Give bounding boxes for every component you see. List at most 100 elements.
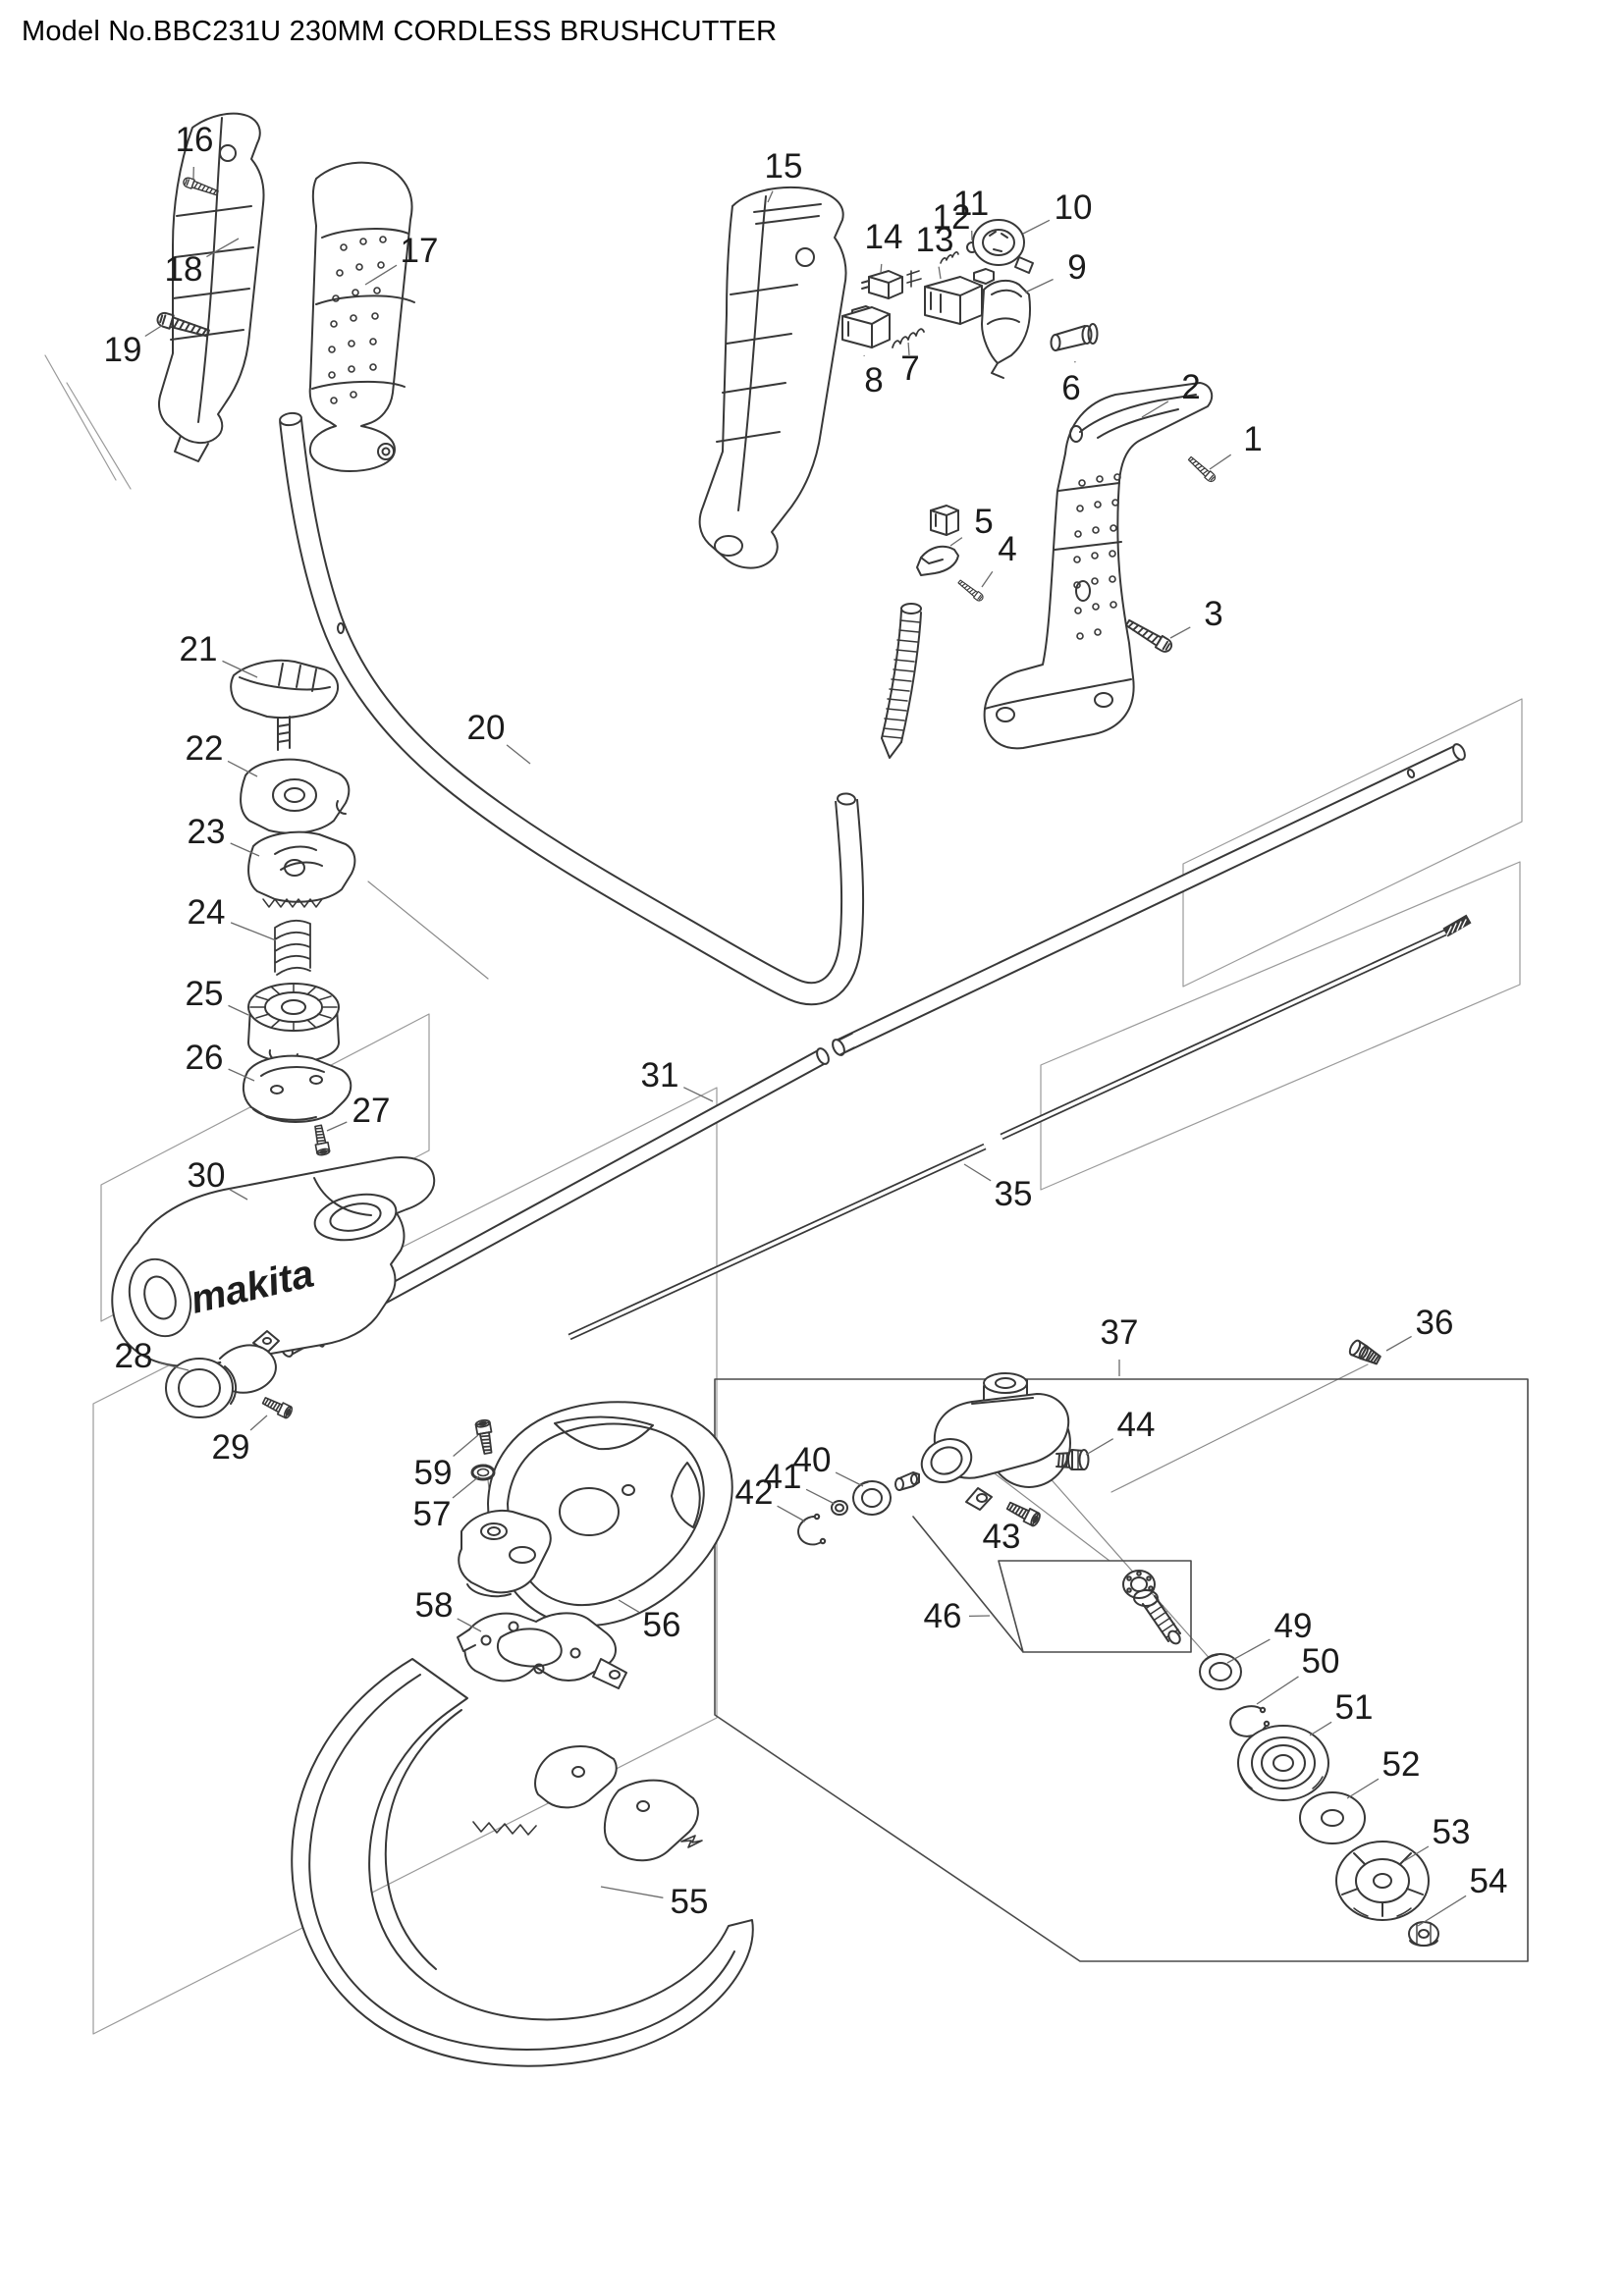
part-41-washer — [831, 1500, 848, 1516]
part-label-58: 58 — [414, 1586, 454, 1625]
part-17-grip — [308, 161, 415, 472]
part-label-12: 12 — [932, 198, 971, 237]
leader-line-41 — [805, 1488, 836, 1505]
part-56-protector-cover — [458, 1401, 733, 1627]
part-label-14: 14 — [864, 218, 903, 256]
leader-line-9 — [1024, 278, 1054, 294]
part-26-cushion-clamp — [242, 1054, 352, 1123]
part-label-24: 24 — [187, 893, 226, 932]
leader-line-23 — [230, 842, 260, 857]
part-label-13: 13 — [915, 221, 954, 259]
part-label-4: 4 — [998, 530, 1017, 568]
part-52-washer — [1299, 1791, 1366, 1844]
part-label-11: 11 — [952, 185, 990, 223]
part-label-17: 17 — [400, 232, 439, 270]
leader-line-42 — [777, 1505, 806, 1522]
part-22-clamp-base — [240, 758, 351, 834]
part-spindle — [1122, 1570, 1181, 1645]
part-2-handle-half — [983, 382, 1214, 750]
part-label-57: 57 — [412, 1495, 452, 1533]
part-label-15: 15 — [764, 147, 803, 186]
part-label-36: 36 — [1415, 1304, 1454, 1342]
part-8-switch-block — [841, 305, 891, 348]
part-58-clamp-plate — [457, 1612, 627, 1689]
part-51-receiver — [1237, 1725, 1329, 1801]
part-23-clamp — [247, 830, 356, 908]
part-label-18: 18 — [164, 250, 203, 289]
part-15-handle-frame — [698, 186, 847, 569]
part-label-21: 21 — [179, 630, 218, 668]
leader-line-36 — [1385, 1335, 1412, 1352]
part-label-29: 29 — [211, 1428, 250, 1467]
part-label-52: 52 — [1381, 1745, 1421, 1784]
leader-line-55 — [600, 1886, 664, 1898]
leader-line-17 — [364, 264, 398, 286]
leader-line-15 — [767, 190, 774, 203]
part-label-1: 1 — [1243, 420, 1263, 458]
part-label-51: 51 — [1334, 1688, 1374, 1727]
leader-line-52 — [1346, 1778, 1380, 1799]
part-label-42: 42 — [734, 1473, 774, 1512]
leader-line-29 — [249, 1415, 268, 1431]
leader-line-18 — [206, 238, 240, 258]
part-12-spring — [940, 251, 959, 264]
leader-line-4 — [981, 570, 994, 588]
part-label-56: 56 — [642, 1606, 681, 1644]
part-44-bolt — [1056, 1449, 1090, 1470]
part-label-27: 27 — [352, 1092, 391, 1130]
leader-line-59 — [453, 1434, 479, 1457]
part-40-bearing — [852, 1480, 892, 1516]
part-label-20: 20 — [466, 709, 506, 747]
part-35-drive-shaft — [568, 914, 1472, 1341]
leader-line-35 — [963, 1163, 992, 1182]
part-label-31: 31 — [640, 1056, 679, 1095]
leader-line-24 — [230, 922, 277, 941]
throttle-cable-tube — [881, 603, 922, 759]
leader-line-50 — [1256, 1676, 1299, 1705]
leader-line-27 — [326, 1121, 348, 1132]
leader-line-5 — [949, 537, 963, 547]
part-label-49: 49 — [1273, 1607, 1313, 1645]
leader-line-22 — [227, 760, 258, 777]
part-9-bracket — [981, 279, 1031, 379]
leader-line-54 — [1417, 1895, 1467, 1927]
part-label-2: 2 — [1181, 368, 1201, 406]
part-label-10: 10 — [1054, 188, 1093, 227]
part-18-handle-frame — [158, 112, 265, 462]
part-24-spring — [274, 919, 311, 976]
group-box-46 — [912, 1516, 1192, 1653]
leader-line-25 — [228, 1004, 249, 1016]
leader-line-21 — [222, 660, 258, 678]
leader-line-2 — [1141, 400, 1169, 418]
part-label-3: 3 — [1204, 595, 1223, 633]
part-42-circlip — [797, 1513, 827, 1546]
part-label-19: 19 — [103, 331, 142, 369]
part-20-handlebar — [279, 411, 865, 1006]
leader-line-56 — [618, 1599, 640, 1613]
part-label-35: 35 — [994, 1175, 1033, 1213]
part-label-26: 26 — [185, 1039, 224, 1077]
leader-line-57 — [452, 1475, 480, 1499]
leader-line-53 — [1403, 1845, 1430, 1862]
part-7-spring — [892, 328, 925, 348]
part-label-9: 9 — [1067, 248, 1087, 287]
leader-line-3 — [1169, 626, 1191, 639]
leader-line-7 — [907, 343, 910, 356]
part-54-nut — [1408, 1921, 1439, 1948]
leader-line-1 — [1209, 454, 1232, 470]
leader-line-14 — [880, 263, 883, 274]
part-10-cap — [972, 219, 1034, 274]
part-5-lock-off — [916, 505, 959, 576]
part-label-23: 23 — [187, 813, 226, 851]
part-label-25: 25 — [185, 975, 224, 1013]
part-21-knob — [230, 659, 340, 751]
part-30-housing: makita — [111, 1156, 436, 1367]
part-53-clamp-washer — [1335, 1841, 1430, 1921]
part-label-28: 28 — [114, 1337, 153, 1375]
leader-line-58 — [457, 1618, 482, 1632]
part-label-41: 41 — [763, 1458, 802, 1496]
part-label-40: 40 — [792, 1441, 832, 1479]
